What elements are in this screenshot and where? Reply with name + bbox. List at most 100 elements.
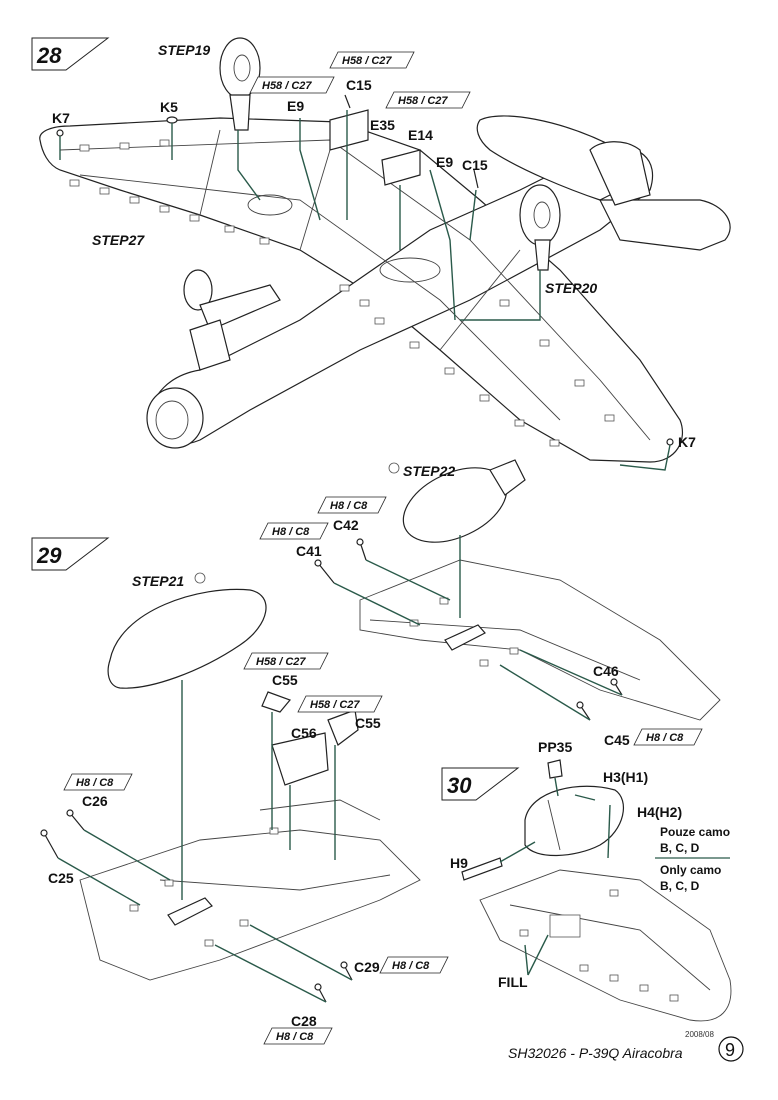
k5-part — [166, 116, 178, 124]
vertical-fin — [589, 141, 651, 206]
step-28-leaders — [59, 110, 671, 471]
svg-text:H58 / C27: H58 / C27 — [256, 656, 306, 668]
step-28-airplane — [39, 37, 731, 463]
svg-text:H8 / C8: H8 / C8 — [392, 960, 430, 972]
c15-right-part — [473, 169, 479, 189]
wheel-well-center — [379, 257, 441, 283]
main-gear-right — [519, 184, 561, 271]
svg-text:H8 / C8: H8 / C8 — [330, 500, 368, 512]
footer-title: SH32026 - P-39Q Airacobra — [508, 1045, 683, 1061]
hint-icon-step21 — [194, 572, 206, 584]
note-cz-line2: B, C, D — [660, 841, 700, 855]
svg-text:H58 / C27: H58 / C27 — [310, 699, 360, 711]
label-k5: K5 — [160, 99, 178, 115]
pp35-part — [547, 759, 563, 779]
c55a-part — [261, 691, 292, 713]
color-tag-29-c29: H8 / C8 — [379, 956, 449, 974]
color-tag-29-c55b: H58 / C27 — [297, 695, 383, 713]
note-cz-line1: Pouze camo — [660, 825, 730, 839]
label-c55a: C55 — [272, 672, 298, 688]
bomb-rack-right — [444, 624, 486, 651]
wing-panel-line-5 — [439, 249, 521, 351]
h9-part — [461, 857, 503, 881]
c25-part — [43, 832, 59, 859]
label-pp35: PP35 — [538, 739, 572, 755]
k7-right-part — [666, 438, 674, 446]
step-30-header: 30 — [441, 767, 520, 801]
step-29-wing-left — [79, 799, 421, 981]
page-number: 9 — [725, 1040, 735, 1060]
ref-step19: STEP19 — [158, 42, 210, 58]
ref-step21: STEP21 — [132, 573, 184, 589]
nose-opening — [155, 400, 189, 440]
color-tag-29-c55a: H58 / C27 — [243, 652, 329, 670]
bomb-part — [402, 459, 526, 543]
step-29-number: 29 — [36, 543, 62, 568]
gear-door-e35 — [329, 109, 369, 151]
step-29-wing-right — [359, 559, 721, 721]
c41-part — [317, 562, 335, 584]
svg-text:H58 / C27: H58 / C27 — [262, 80, 312, 92]
nose-spinner-base — [146, 387, 204, 449]
fuel-tank-cover-part — [524, 785, 624, 857]
label-e9-left: E9 — [287, 98, 304, 114]
label-c26: C26 — [82, 793, 108, 809]
label-e9-right: E9 — [436, 154, 453, 170]
step-29-header: 29 — [31, 537, 110, 571]
drop-tank-part — [107, 588, 267, 689]
fuel-filler-panel — [549, 914, 581, 938]
label-c45: C45 — [604, 732, 630, 748]
label-c25: C25 — [48, 870, 74, 886]
footer: 2008/08 SH32026 - P-39Q Airacobra 9 — [508, 1030, 744, 1062]
ref-step22: STEP22 — [403, 463, 455, 479]
label-c28: C28 — [291, 1013, 317, 1029]
ref-step20: STEP20 — [545, 280, 597, 296]
hint-icon-step22 — [388, 462, 400, 474]
c15-left-part — [344, 94, 351, 109]
label-fill: FILL — [498, 974, 528, 990]
color-tag-28-1: H58 / C27 — [249, 76, 335, 94]
label-c41: C41 — [296, 543, 322, 559]
tank-rack-left — [167, 897, 213, 926]
label-e14: E14 — [408, 127, 433, 143]
wing-upper-surface — [39, 117, 684, 463]
label-c55b: C55 — [355, 715, 381, 731]
svg-text:H8 / C8: H8 / C8 — [276, 1031, 314, 1043]
color-tag-29-c26: H8 / C8 — [63, 773, 133, 791]
svg-text:H8 / C8: H8 / C8 — [646, 732, 684, 744]
label-h9: H9 — [450, 855, 468, 871]
label-c15-left: C15 — [346, 77, 372, 93]
color-tag-28-2: H58 / C27 — [329, 51, 415, 69]
horizontal-stabilizer-right — [599, 199, 731, 251]
label-c29: C29 — [354, 959, 380, 975]
step-29-leaders — [57, 535, 623, 1003]
camo-note: Pouze camo B, C, D Only camo B, C, D — [655, 825, 730, 893]
label-c46: C46 — [593, 663, 619, 679]
ref-step27: STEP27 — [92, 232, 145, 248]
c26-part — [69, 812, 85, 831]
svg-text:H58 / C27: H58 / C27 — [398, 95, 448, 107]
color-tag-29-c28: H8 / C8 — [263, 1027, 333, 1045]
label-e35: E35 — [370, 117, 395, 133]
k7-left-part — [56, 129, 64, 137]
note-en-line1: Only camo — [660, 863, 721, 877]
horizontal-stabilizer-left — [476, 115, 641, 201]
wing-panel-line-3 — [199, 129, 221, 216]
label-c56: C56 — [291, 725, 317, 741]
step-30-number: 30 — [447, 773, 472, 798]
step-28-number: 28 — [36, 43, 62, 68]
c55b-part — [327, 709, 359, 746]
step-28-header: 28 — [31, 37, 110, 71]
page-number-badge — [718, 1036, 744, 1062]
step-30-wing — [479, 869, 732, 1022]
main-gear-left — [219, 37, 261, 131]
wing-panel-line-2 — [79, 174, 561, 421]
color-tag-28-3: H58 / C27 — [385, 91, 471, 109]
label-k7-right: K7 — [678, 434, 696, 450]
step-30-leaders — [499, 777, 611, 976]
svg-text:H8 / C8: H8 / C8 — [272, 526, 310, 538]
color-tag-29-c41: H8 / C8 — [259, 522, 329, 540]
label-c15-right: C15 — [462, 157, 488, 173]
